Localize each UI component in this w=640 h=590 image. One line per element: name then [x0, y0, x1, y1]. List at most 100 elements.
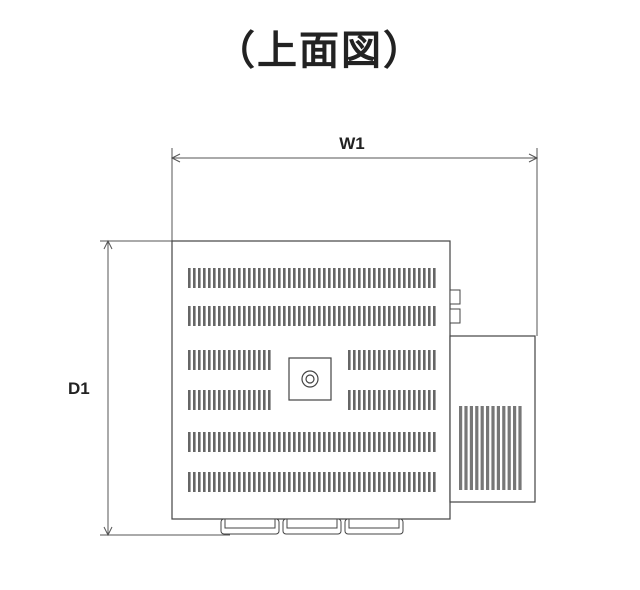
vent-slot: [323, 268, 326, 288]
vent-slot: [403, 350, 406, 370]
vent-slot: [378, 390, 381, 410]
vent-slot: [383, 268, 386, 288]
vent-slot: [313, 432, 316, 452]
vent-slot: [393, 306, 396, 326]
vent-slot: [353, 472, 356, 492]
vent-slot: [413, 350, 416, 370]
vent-slot: [338, 432, 341, 452]
vent-slot: [253, 472, 256, 492]
vent-slot: [248, 472, 251, 492]
vent-slot: [308, 432, 311, 452]
vent-slot: [418, 432, 421, 452]
vent-slot: [243, 350, 246, 370]
vent-slot: [233, 472, 236, 492]
vent-slot: [413, 390, 416, 410]
fin: [486, 406, 490, 490]
vent-slot: [283, 432, 286, 452]
vent-slot: [188, 432, 191, 452]
vent-slot: [358, 306, 361, 326]
vent-slot: [343, 268, 346, 288]
vent-slot: [293, 268, 296, 288]
vent-slot: [233, 432, 236, 452]
vent-slot: [283, 306, 286, 326]
vent-slot: [433, 306, 436, 326]
vent-slot: [223, 268, 226, 288]
vent-slot: [428, 350, 431, 370]
vent-slot: [238, 472, 241, 492]
vent-slot: [228, 432, 231, 452]
vent-slot: [383, 390, 386, 410]
vent-slot: [338, 306, 341, 326]
vent-slot: [223, 306, 226, 326]
vent-slot: [348, 390, 351, 410]
vent-slot: [333, 432, 336, 452]
vent-slot: [403, 306, 406, 326]
vent-slot: [218, 432, 221, 452]
vent-slot: [193, 472, 196, 492]
vent-slot: [208, 472, 211, 492]
vent-slot: [218, 390, 221, 410]
page-title: （上面図）: [215, 28, 425, 74]
vent-slot: [353, 350, 356, 370]
vent-slot: [328, 472, 331, 492]
vent-slot: [383, 432, 386, 452]
vent-slot: [363, 268, 366, 288]
vent-slot: [433, 350, 436, 370]
vent-slot: [328, 268, 331, 288]
vent-slot: [233, 268, 236, 288]
vent-slot: [388, 306, 391, 326]
vent-slot: [243, 268, 246, 288]
vent-slot: [213, 350, 216, 370]
vent-slot: [258, 268, 261, 288]
side-connectors: [449, 289, 461, 324]
vent-slot: [403, 432, 406, 452]
vent-slot: [238, 350, 241, 370]
vent-slot: [188, 268, 191, 288]
vent-slot: [383, 306, 386, 326]
vent-slot: [203, 432, 206, 452]
vent-slot: [423, 350, 426, 370]
vent-slot: [408, 268, 411, 288]
vent-slot: [328, 306, 331, 326]
vent-slot: [363, 306, 366, 326]
vent-slot: [193, 390, 196, 410]
vent-slot: [343, 432, 346, 452]
vent-slot: [213, 306, 216, 326]
vent-slot: [223, 350, 226, 370]
fin: [496, 406, 500, 490]
vent-slot: [193, 268, 196, 288]
vent-slot: [423, 306, 426, 326]
vent-slot: [218, 472, 221, 492]
vent-slot: [288, 268, 291, 288]
vent-slot: [398, 306, 401, 326]
vent-slot: [303, 472, 306, 492]
vent-slot: [318, 268, 321, 288]
vent-slot: [368, 350, 371, 370]
vent-slot: [268, 390, 271, 410]
vent-slot: [318, 432, 321, 452]
vent-slot: [198, 268, 201, 288]
vent-slot: [228, 390, 231, 410]
vent-slot: [398, 350, 401, 370]
vent-slot: [348, 350, 351, 370]
vent-slot: [358, 472, 361, 492]
vent-slot: [418, 306, 421, 326]
vent-slot: [403, 472, 406, 492]
vent-slot: [268, 306, 271, 326]
vent-slot: [348, 306, 351, 326]
vent-slot: [408, 350, 411, 370]
vent-slot: [308, 472, 311, 492]
vent-slot: [433, 472, 436, 492]
vent-slot: [203, 472, 206, 492]
vent-slot: [298, 268, 301, 288]
vent-slot: [253, 268, 256, 288]
vent-slot: [423, 390, 426, 410]
vent-slot: [293, 472, 296, 492]
vent-slot: [278, 472, 281, 492]
vent-slot: [373, 350, 376, 370]
vent-slot: [213, 268, 216, 288]
vent-slot: [233, 390, 236, 410]
vent-slot: [263, 390, 266, 410]
vent-slot: [243, 432, 246, 452]
vent-slot: [228, 306, 231, 326]
